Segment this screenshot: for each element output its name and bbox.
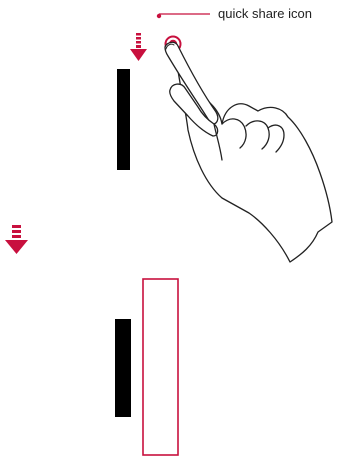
quick-share-icon-label: quick share icon [218,6,312,21]
arrow-down-icon [5,225,28,254]
phone-edge-bottom [115,319,131,417]
arrow-down-icon [130,33,147,61]
hand-illustration [165,42,332,262]
quick-share-panel [143,279,178,455]
phone-edge-top [117,69,130,170]
callout-leader [157,14,210,18]
